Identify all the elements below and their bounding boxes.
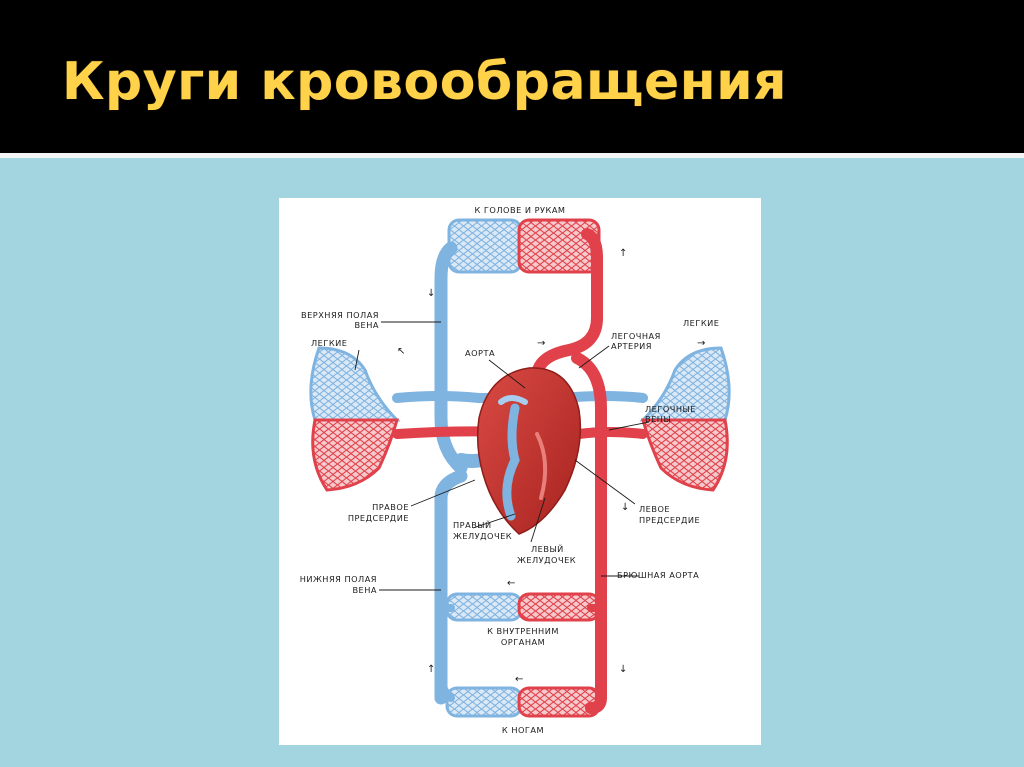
- label-left-ventricle-2: ЖЕЛУДОЧЕК: [517, 555, 576, 565]
- diagram-labels: К ГОЛОВЕ И РУКАМ ВЕРХНЯЯ ПОЛАЯ ВЕНА ЛЕГК…: [300, 205, 719, 735]
- circulation-diagram: ↓ ↑ ↖ → → ↓ ← ↑ ↓ ← К ГОЛОВЕ И: [279, 198, 761, 745]
- svg-text:↓: ↓: [621, 502, 629, 513]
- label-left-atrium-1: ЛЕВОЕ: [639, 504, 670, 514]
- label-right-ventricle-2: ЖЕЛУДОЧЕК: [453, 531, 512, 541]
- label-lungs-right: ЛЕГКИЕ: [683, 318, 719, 328]
- label-abdominal-aorta: БРЮШНАЯ АОРТА: [617, 570, 699, 580]
- right-lung: [639, 346, 731, 492]
- legs-capillaries: [445, 686, 601, 718]
- left-lung: [309, 346, 401, 492]
- leader-lines: [354, 321, 650, 591]
- label-right-atrium-2: ПРЕДСЕРДИЕ: [348, 513, 409, 523]
- svg-text:↓: ↓: [427, 288, 435, 299]
- label-lungs-left: ЛЕГКИЕ: [311, 338, 347, 348]
- svg-text:←: ←: [507, 578, 515, 589]
- svg-text:←: ←: [515, 674, 523, 685]
- svg-text:→: →: [697, 338, 705, 349]
- label-left-atrium-2: ПРЕДСЕРДИЕ: [639, 515, 700, 525]
- label-pulmonary-veins-1: ЛЕГОЧНЫЕ: [645, 404, 696, 414]
- flow-arrows: ↓ ↑ ↖ → → ↓ ← ↑ ↓ ←: [397, 248, 705, 685]
- svg-text:↖: ↖: [397, 346, 405, 357]
- heart: [476, 367, 582, 535]
- label-aorta: АОРТА: [465, 348, 495, 358]
- label-superior-vena-cava-1: ВЕРХНЯЯ ПОЛАЯ: [301, 310, 379, 320]
- label-right-ventricle-1: ПРАВЫЙ: [453, 519, 492, 530]
- label-inferior-vena-cava-2: ВЕНА: [352, 585, 377, 595]
- head-capillaries: [447, 218, 601, 274]
- title-underline: [0, 153, 1024, 158]
- organs-capillaries: [445, 592, 601, 622]
- label-internal-organs-2: ОРГАНАМ: [501, 637, 545, 647]
- svg-text:→: →: [537, 338, 545, 349]
- svg-text:↑: ↑: [427, 664, 435, 675]
- label-pulmonary-artery-1: ЛЕГОЧНАЯ: [611, 331, 661, 341]
- title-bar: Круги кровообращения: [0, 0, 1024, 158]
- svg-text:↓: ↓: [619, 664, 627, 675]
- label-pulmonary-artery-2: АРТЕРИЯ: [611, 341, 652, 351]
- label-superior-vena-cava-2: ВЕНА: [354, 320, 379, 330]
- label-legs: К НОГАМ: [502, 725, 544, 735]
- label-inferior-vena-cava-1: НИЖНЯЯ ПОЛАЯ: [300, 574, 377, 584]
- label-left-ventricle-1: ЛЕВЫЙ: [531, 543, 564, 554]
- label-internal-organs-1: К ВНУТРЕННИМ: [487, 626, 559, 636]
- slide-title: Круги кровообращения: [62, 52, 788, 112]
- label-pulmonary-veins-2: ВЕНЫ: [645, 414, 671, 424]
- label-right-atrium-1: ПРАВОЕ: [372, 502, 409, 512]
- label-head-arms: К ГОЛОВЕ И РУКАМ: [475, 205, 566, 215]
- circulation-svg: ↓ ↑ ↖ → → ↓ ← ↑ ↓ ← К ГОЛОВЕ И: [300, 205, 731, 735]
- svg-text:↑: ↑: [619, 248, 627, 259]
